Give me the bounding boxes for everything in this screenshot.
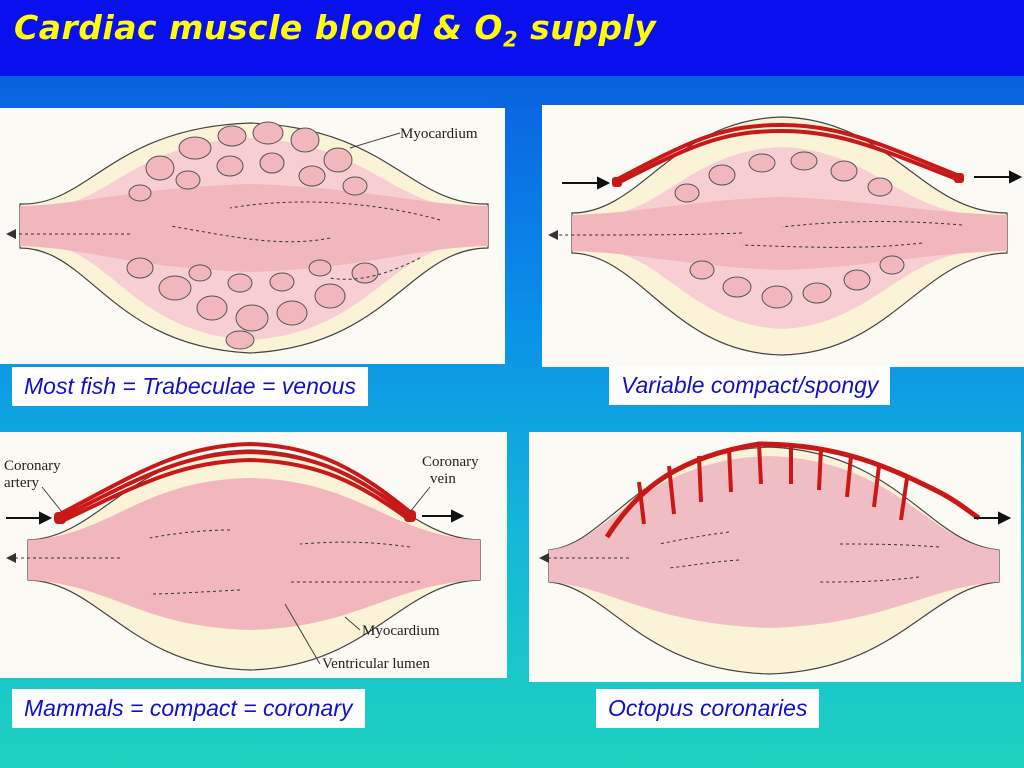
flow-arrows [551,220,963,248]
flow-arrows [543,531,940,583]
caption-octopus: Octopus coronaries [596,689,820,728]
panel-variable-diagram [542,105,1024,367]
vessel-stub-right [404,510,416,522]
vessel-stub-left [612,177,622,187]
label-ventricular-lumen: Ventricular lumen [322,656,430,672]
mammal-heart-diagram: Coronary artery Coronary vein Myocardium… [4,441,481,672]
coronary-vein-leader [409,486,431,513]
title-tail: supply [518,8,657,47]
label-coronary-vein-1: Coronary [422,454,479,470]
inflow-arrow [6,511,53,525]
vessel-stub-left [54,512,66,524]
caption-fish: Most fish = Trabeculae = venous [12,367,368,406]
coronary-vessels [613,122,963,187]
slide-title: Cardiac muscle blood & O2 supply [14,8,656,52]
coronary-artery-leader [41,486,63,513]
trabeculae [674,151,905,309]
outflow-arrow [974,511,1012,525]
coronary-branches [637,443,909,525]
outflow-arrow [422,509,465,523]
flow-arrowhead [6,553,16,563]
myocardium-leader [349,132,401,149]
ventricular-lumen [572,197,1007,270]
inflow-arrow [562,176,611,190]
trabeculae-bottom [126,257,379,350]
label-coronary-artery-1: Coronary [4,458,61,474]
fish-heart-diagram: Myocardium [6,121,489,354]
panel-fish-diagram: Myocardium [0,108,505,364]
flow-arrowhead [539,553,549,563]
label-myocardium: Myocardium [362,623,440,639]
title-subscript: 2 [503,27,519,52]
label-coronary-vein-2: vein [430,471,456,487]
flow-arrows [10,201,441,280]
label-coronary-artery-2: artery [4,475,39,491]
title-bar: Cardiac muscle blood & O2 supply [0,0,1024,76]
variable-heart-diagram [548,116,1023,356]
title-main: Cardiac muscle blood & O [14,8,503,47]
label-myocardium: Myocardium [400,126,478,142]
flow-arrowhead [548,230,558,240]
panel-octopus-diagram [529,432,1021,682]
caption-variable: Variable compact/spongy [609,366,891,405]
coronary-vessels [59,441,412,524]
flow-arrowhead [6,229,16,239]
panel-mammals-diagram: Coronary artery Coronary vein Myocardium… [0,432,507,678]
ventricular-lumen-leader [284,603,321,665]
vessel-stub-right [954,173,964,183]
ventricular-lumen [28,478,480,630]
ventricular-lumen [20,184,488,272]
flow-arrows [10,529,421,595]
outflow-arrow [974,170,1023,184]
myocardium-leader [344,616,361,631]
octopus-heart-diagram [539,441,1012,675]
caption-mammals: Mammals = compact = coronary [12,689,365,728]
ventricular-lumen [549,456,999,628]
trabeculae-top [128,121,368,202]
